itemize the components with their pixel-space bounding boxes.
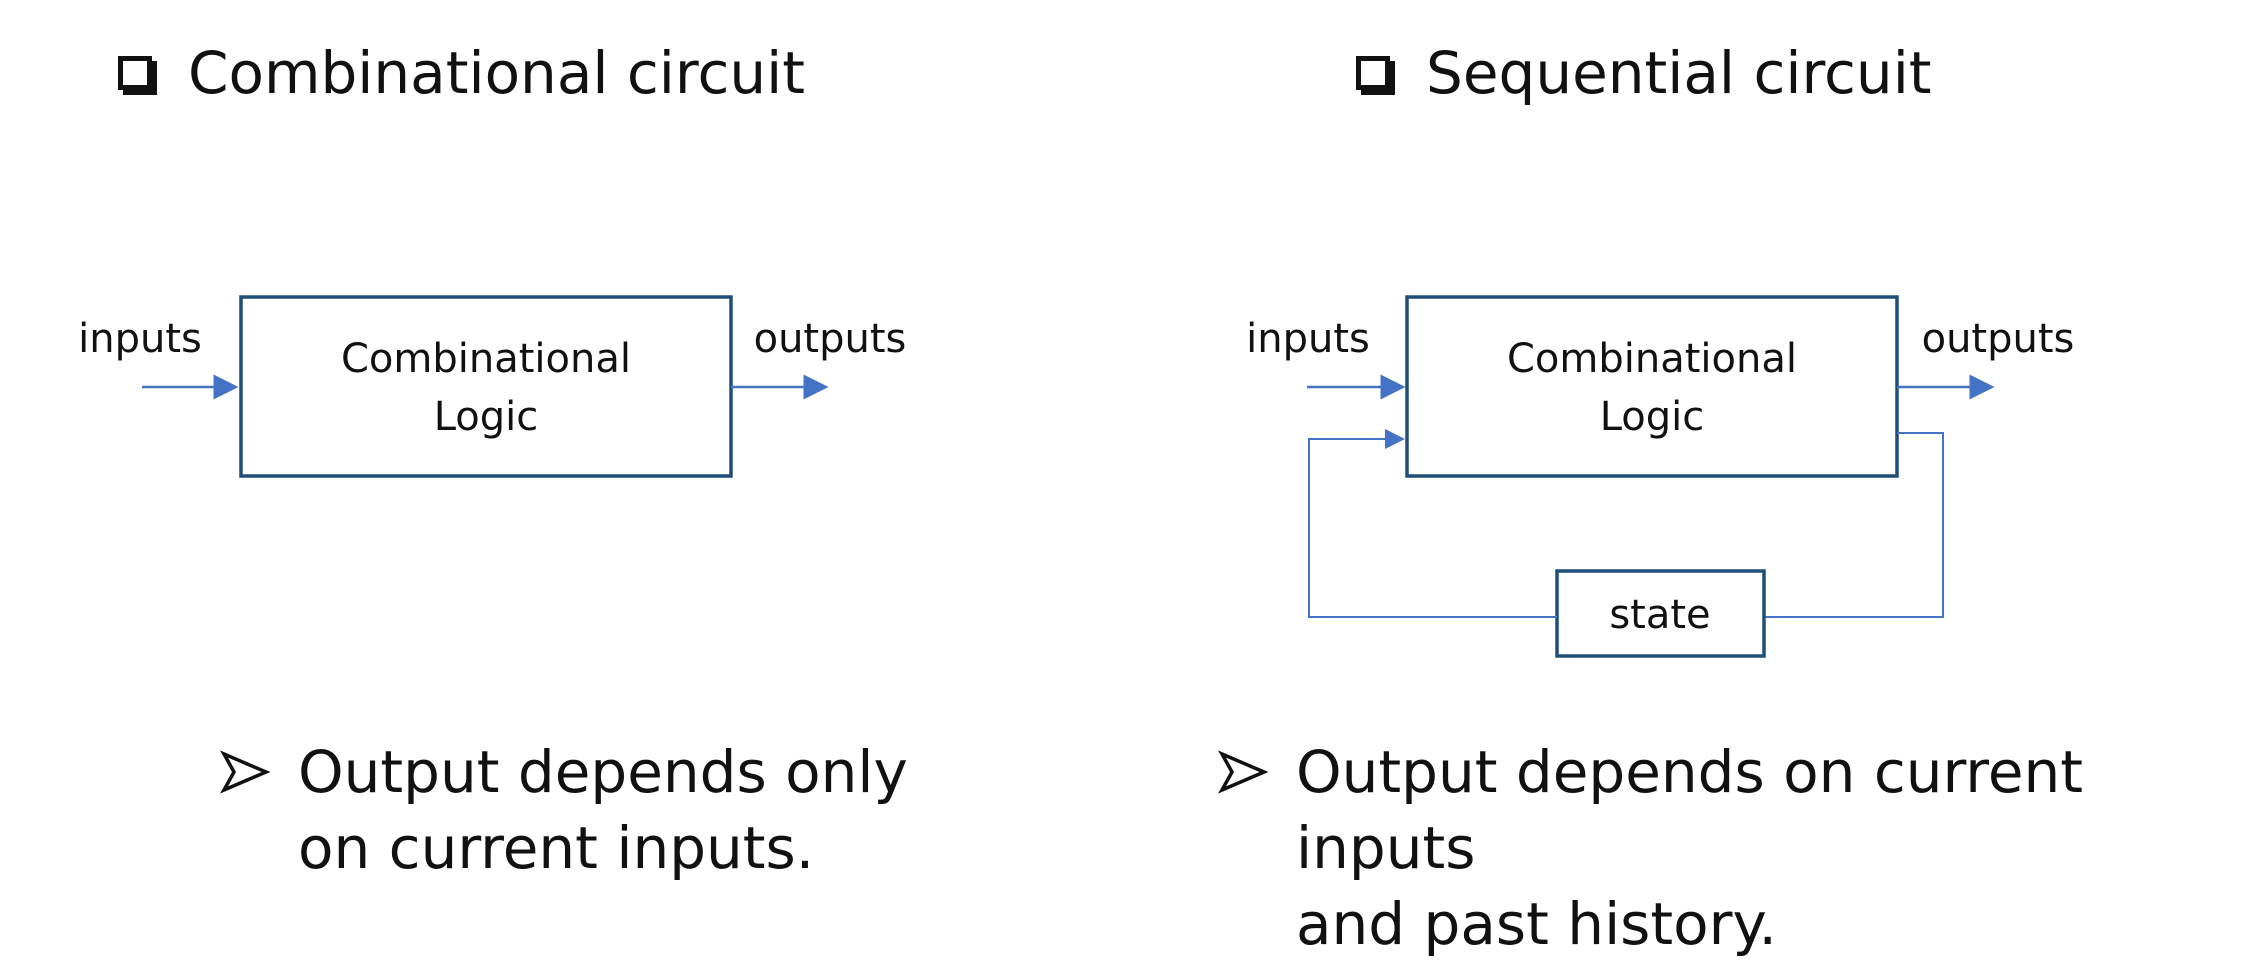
bullet-combinational-text: Output depends only on current inputs.: [298, 738, 908, 882]
heading-sequential: Sequential circuit: [1356, 38, 1932, 108]
right-outputs-label: outputs: [1922, 316, 2075, 362]
combinational-diagram: inputs Combinational Logic outputs: [78, 295, 907, 478]
left-outputs-label: outputs: [754, 316, 907, 362]
left-logic-box: [239, 295, 733, 478]
right-logic-box: [1405, 295, 1899, 478]
left-logic-line2: Logic: [434, 394, 539, 440]
square-bullet-icon: [1356, 56, 1390, 90]
left-logic-line1: Combinational: [341, 336, 631, 382]
left-inputs-label: inputs: [78, 316, 202, 362]
bullet-sequential-text: Output depends on current inputs and pas…: [1296, 738, 2084, 958]
state-box: [1555, 569, 1766, 658]
heading-sequential-text: Sequential circuit: [1426, 39, 1932, 107]
heading-combinational-text: Combinational circuit: [188, 39, 805, 107]
heading-combinational: Combinational circuit: [118, 38, 805, 108]
circuit-diagrams: inputs Combinational Logic outputs input…: [78, 295, 2075, 658]
right-inputs-label: inputs: [1246, 316, 1370, 362]
state-label: state: [1609, 592, 1710, 638]
right-logic-line1: Combinational: [1507, 336, 1797, 382]
square-bullet-icon: [118, 56, 152, 90]
feedback-line-in: [1308, 429, 1557, 618]
right-logic-line2: Logic: [1600, 394, 1705, 440]
feedback-line-out: [1764, 432, 1944, 618]
sequential-diagram: inputs Combinational Logic outputs state: [1246, 295, 2075, 658]
arrowhead-bullet-icon: [1218, 750, 1268, 794]
arrowhead-bullet-icon: [220, 750, 270, 794]
